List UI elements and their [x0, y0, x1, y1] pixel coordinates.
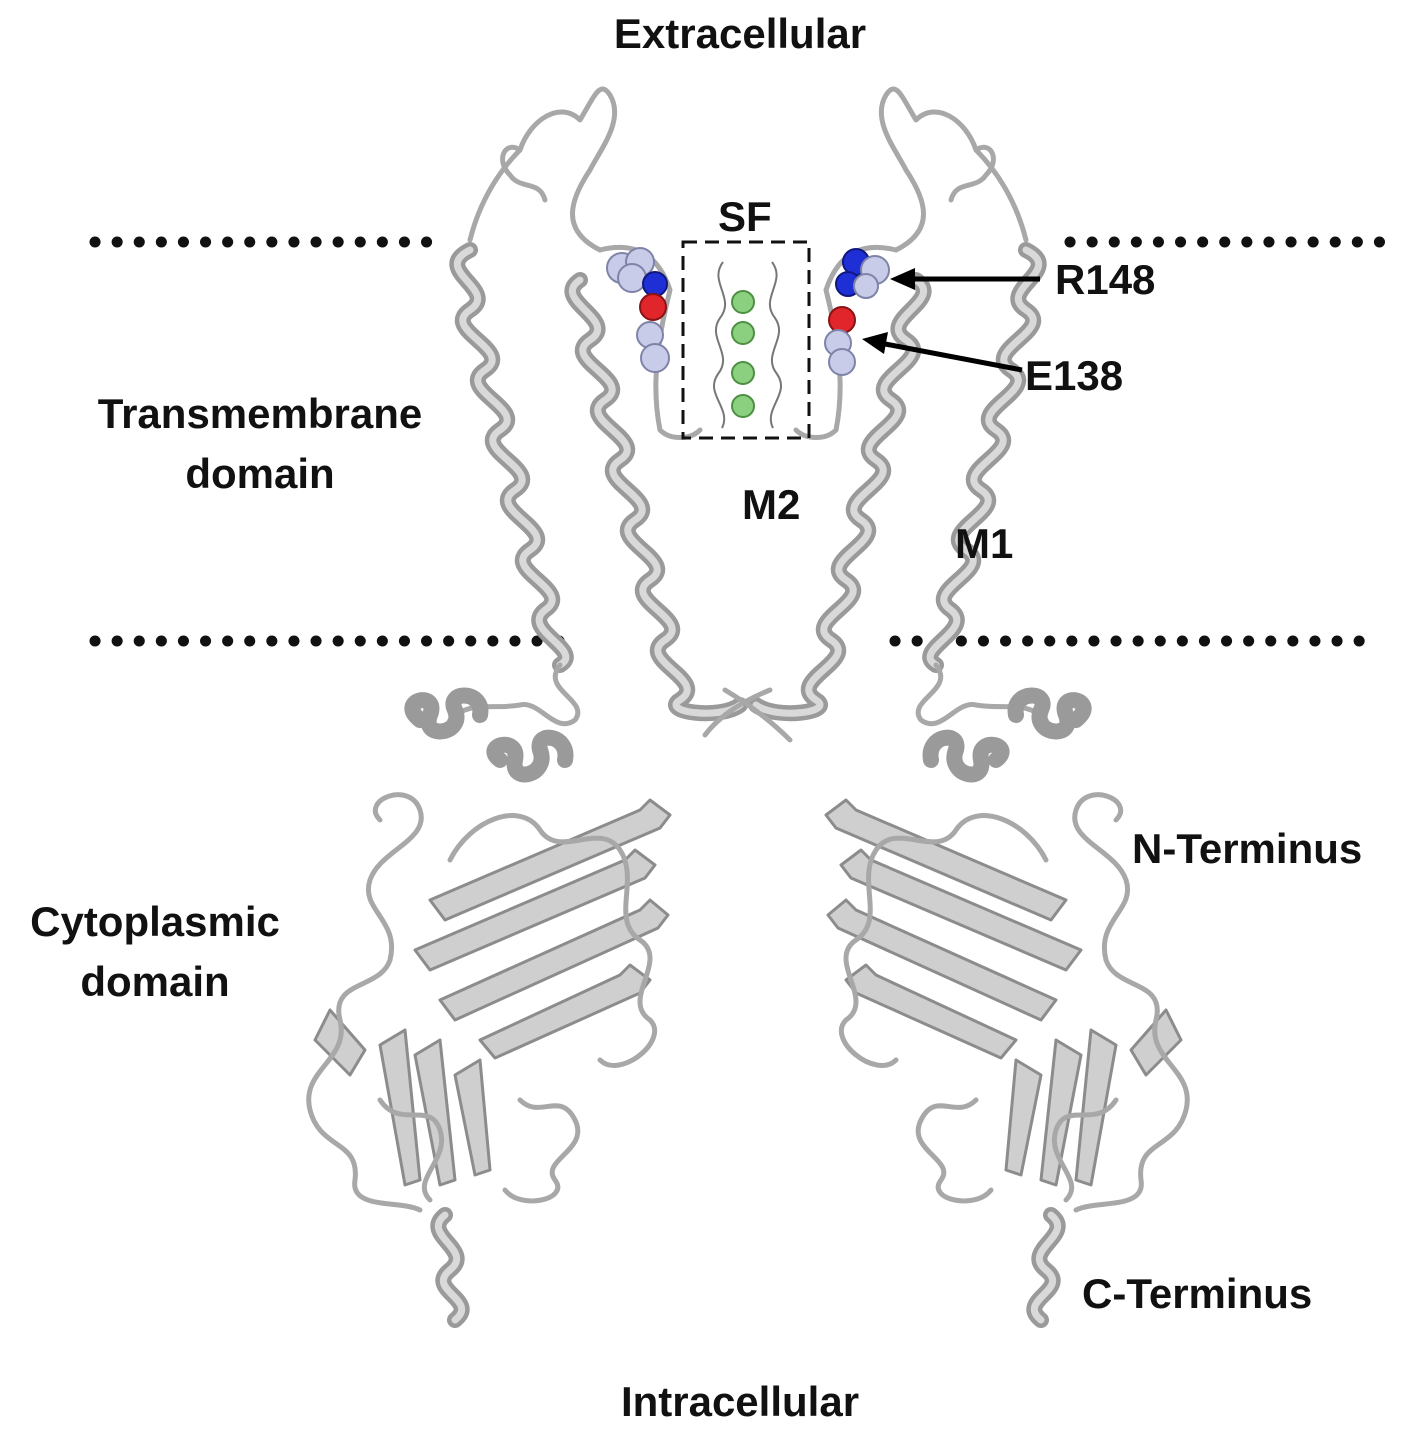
- cytoplasmic-label-line2: domain: [80, 958, 230, 1006]
- left-cyto-loops: [306, 792, 424, 1213]
- left-cyto-helix: [404, 687, 489, 740]
- e138-arrow: [862, 332, 1023, 373]
- crossing-linkers: [702, 687, 793, 743]
- left-extracellular-loop: [467, 86, 618, 253]
- transmembrane-label-line2: domain: [185, 450, 335, 498]
- intracellular-label: Intracellular: [620, 1378, 860, 1425]
- r148-arrow: [890, 268, 1040, 290]
- extracellular-label: Extracellular: [613, 10, 867, 57]
- right-subunit: [748, 86, 1190, 1328]
- selectivity-filter-box: [681, 240, 811, 440]
- c-terminus-label: C-Terminus: [1082, 1270, 1313, 1317]
- transmembrane-label-line1: Transmembrane: [97, 390, 423, 437]
- cytoplasmic-domain-label: Cytoplasmic domain: [0, 898, 310, 1007]
- sf-label: SF: [718, 193, 772, 240]
- n-terminus-label: N-Terminus: [1132, 825, 1363, 872]
- transmembrane-domain-label: Transmembrane domain: [50, 390, 470, 499]
- left-subunit: [306, 86, 748, 1328]
- left-beta-sheet: [428, 798, 672, 922]
- right-residue-spheres: [824, 248, 890, 376]
- cytoplasmic-label-line1: Cytoplasmic: [30, 898, 280, 945]
- m1-label: M1: [955, 520, 1014, 567]
- r148-label: R148: [1055, 256, 1156, 303]
- left-residue-spheres: [606, 247, 670, 373]
- e138-label: E138: [1025, 352, 1124, 399]
- ions: [731, 290, 755, 418]
- m2-label: M2: [742, 481, 801, 528]
